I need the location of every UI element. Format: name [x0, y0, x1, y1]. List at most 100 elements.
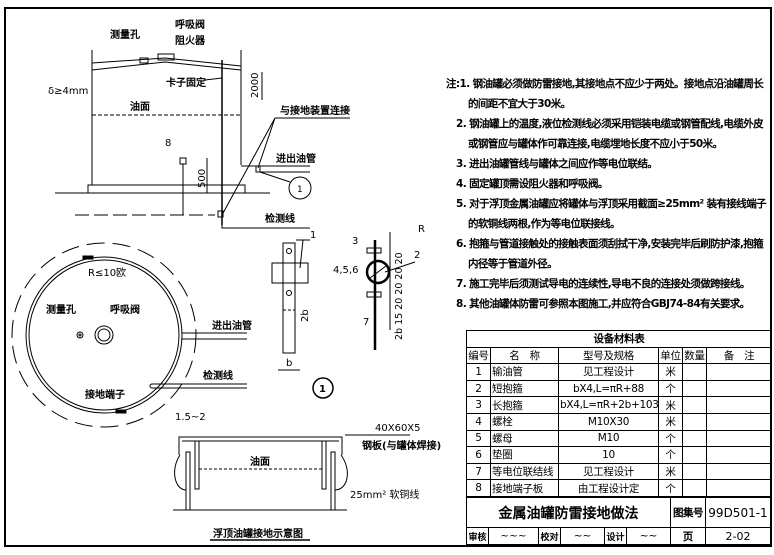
- table-cell: 2: [466, 379, 491, 398]
- detail-number-circle: [312, 377, 334, 399]
- header-cell: 单位: [658, 346, 683, 365]
- note-3: 3. 进出油罐管线与罐体之间应作等电位联结。: [456, 158, 658, 170]
- page-label: 页: [671, 528, 706, 544]
- table-cell: 垫圈: [490, 446, 559, 464]
- atlas-label: 图集号: [671, 498, 706, 528]
- label-ground-terminal: 接地端子: [85, 388, 125, 401]
- table-cell: 米: [658, 396, 683, 414]
- label-flame-arrester: 阻火器: [175, 35, 206, 47]
- table-cell: bX4,L=πR+2b+103: [558, 396, 659, 414]
- label-wire: 25mm² 软铜线: [350, 488, 419, 501]
- header-cell: 名 称: [490, 346, 559, 365]
- table-cell: [682, 462, 707, 481]
- note-5: 5. 对于浮顶金属油罐应将罐体与浮顶采用截面≥25mm² 装有接线端子的软铜线两…: [456, 198, 767, 230]
- breather-valve-icon: [157, 53, 175, 61]
- table-cell: 米: [658, 363, 683, 381]
- label-plan-inout-pipe: 进出油管: [212, 319, 252, 332]
- note-2: 2. 钢油罐上的温度,液位检测线必须采用铠装电缆或钢管配线,电缆外皮或钢管应与罐…: [456, 118, 764, 150]
- atlas-number: 99D501-1: [706, 498, 770, 528]
- table-cell: bX4,L=πR+88: [558, 379, 659, 398]
- table-header: 编号 名 称 型号及规格 单位 数量 备 注: [466, 346, 772, 365]
- table-cell: [682, 363, 707, 381]
- table-cell: [706, 412, 772, 431]
- label-plan-breather-valve: 呼吸阀: [110, 303, 140, 316]
- label-detail-ref: 1: [297, 185, 303, 195]
- detail-labels: 1 3 4,5,6 2 7 R 2b b 2b 15 20 20 20 20 1: [286, 224, 425, 395]
- notes: 注:1. 钢油罐必须做防雷接地,其接地点不应少于两处。接地点沿油罐周长的间距不宜…: [446, 74, 768, 314]
- floating-labels: 1.5~2 40X60X5 钢板(与罐体焊接) 油面 25mm² 软铜线 浮顶油…: [175, 412, 441, 540]
- label-inout-pipe: 进出油管: [276, 152, 316, 165]
- table-cell: 1: [466, 363, 491, 381]
- table-cell: 10: [558, 446, 659, 464]
- table-cell: 等电位联结线: [490, 462, 559, 481]
- design-signature: ~~: [627, 528, 671, 544]
- header-cell: 编号: [466, 346, 491, 365]
- label-thickness: δ≥4mm: [48, 86, 88, 97]
- table-cell: [706, 396, 772, 414]
- table-cell: [682, 446, 707, 464]
- table-cell: [706, 446, 772, 464]
- title-block: 金属油罐防雷接地做法 图集号 99D501-1 审核 ~~~ 校对 ~~ 设计 …: [466, 497, 771, 545]
- table-cell: 6: [466, 446, 491, 464]
- header-cell: 备 注: [706, 346, 772, 365]
- label-2: 2: [414, 250, 420, 261]
- label-plate: 40X60X5: [375, 423, 421, 434]
- table-cell: M10: [558, 429, 659, 448]
- plan-labels: R≤10欧 测量孔 呼吸阀 进出油管 检测线 接地端子: [46, 267, 252, 401]
- label-456: 4,5,6: [333, 265, 358, 276]
- label-ground-connect: 与接地装置连接: [280, 104, 350, 117]
- tank-plan: [11, 242, 247, 428]
- label-R: R: [418, 224, 425, 235]
- tank-elevation: [55, 50, 350, 229]
- table-cell: [706, 462, 772, 481]
- table-title: 设备材料表: [466, 330, 772, 348]
- table-cell: [682, 429, 707, 448]
- elevation-labels: 测量孔 呼吸阀 阻火器 卡子固定 δ≥4mm 油面 与接地装置连接 8 进出油管…: [48, 18, 350, 225]
- dim-2000: 2000: [250, 73, 261, 98]
- sheet-frame: [4, 7, 772, 547]
- table-cell: [706, 429, 772, 448]
- table-cell: 个: [658, 446, 683, 464]
- table-cell: 输油管: [490, 363, 559, 381]
- label-plan-measure-hole: 测量孔: [46, 303, 76, 316]
- table-cell: [706, 379, 772, 398]
- table-cell: M10X30: [558, 412, 659, 431]
- review-signature: ~~~: [489, 528, 539, 544]
- label-oil-surface: 油面: [130, 100, 150, 113]
- table-cell: 见工程设计: [558, 363, 659, 381]
- label-breather-valve: 呼吸阀: [175, 18, 205, 31]
- table-cell: [682, 479, 707, 497]
- note-4: 4. 固定罐顶需设阻火器和呼吸阀。: [456, 178, 608, 190]
- label-floating-oil: 油面: [250, 455, 270, 468]
- label-1: 1: [310, 230, 316, 241]
- table-cell: 5: [466, 429, 491, 448]
- table-cell: 8: [466, 479, 491, 497]
- table-cell: 接地端子板: [490, 479, 559, 497]
- table-cell: 由工程设计定: [558, 479, 659, 497]
- clamp-detail: [271, 232, 416, 399]
- label-plate-note: 钢板(与罐体焊接): [362, 439, 441, 452]
- dim-2b: 2b: [300, 309, 311, 322]
- floating-roof-diagram: [173, 434, 410, 541]
- table-cell: 个: [658, 429, 683, 448]
- label-3: 3: [352, 236, 358, 247]
- header-cell: 型号及规格: [558, 346, 659, 365]
- table-cell: [682, 412, 707, 431]
- note-8: 8. 其他油罐体防雷可参照本图施工,并应符合GBJ74-84有关要求。: [456, 298, 750, 310]
- table-cell: 3: [466, 396, 491, 414]
- detail-number: 1: [319, 384, 326, 395]
- dim-500: 500: [197, 169, 208, 188]
- label-resistance: R≤10欧: [88, 267, 126, 279]
- table-cell: 米: [658, 462, 683, 481]
- note-7: 7. 施工完毕后须测试导电的连续性,导电不良的连接处须做跨接线。: [456, 278, 750, 290]
- table-cell: 米: [658, 412, 683, 431]
- table-cell: 7: [466, 462, 491, 481]
